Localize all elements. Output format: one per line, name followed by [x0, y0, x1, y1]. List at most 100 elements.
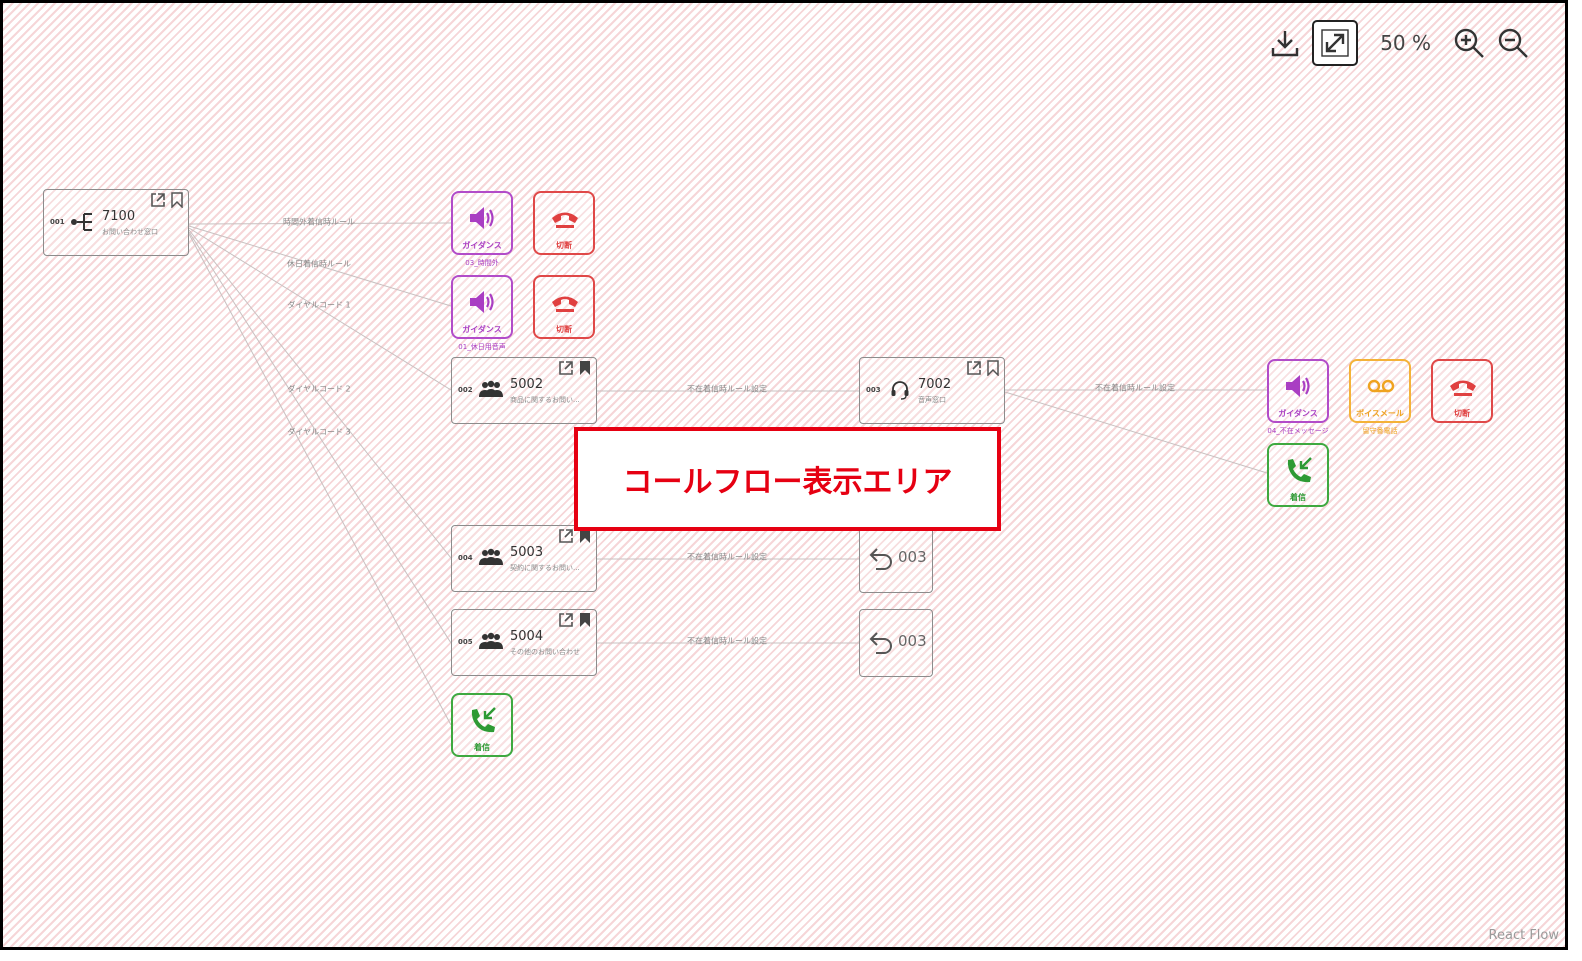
return-arrow-icon — [869, 632, 892, 654]
action-label: ガイダンス — [462, 241, 502, 250]
guidance-node[interactable]: ガイダンス 03_時間外 — [451, 191, 513, 267]
download-button[interactable] — [1270, 28, 1300, 58]
speaker-icon — [470, 291, 494, 313]
guidance-node[interactable]: ガイダンス 04_不在メッセージ — [1267, 359, 1329, 435]
bookmark-outline-icon[interactable] — [986, 360, 1000, 376]
call-flow-area-callout: コールフロー表示エリア — [574, 427, 1001, 531]
group-users-icon — [479, 380, 503, 397]
incoming-call-node[interactable]: 着信 — [1267, 443, 1329, 507]
call-flow-canvas[interactable]: 時間外着信時ルール 休日着信時ルール ダイヤルコード 1 ダイヤルコード 2 ダ… — [0, 0, 1568, 950]
react-flow-attribution[interactable]: React Flow — [1488, 928, 1559, 943]
voicemail-node[interactable]: ボイスメール 留守番電話 — [1349, 359, 1411, 435]
goto-target: 003 — [898, 632, 927, 650]
edge-001-holiday-guidance — [188, 225, 452, 307]
action-label: ボイスメール — [1356, 409, 1404, 418]
edge-003-incoming — [1004, 391, 1268, 474]
node-subtitle: お問い合わせ窓口 — [102, 228, 158, 236]
bookmark-filled-icon[interactable] — [578, 612, 592, 628]
goto-node-003[interactable]: 003 — [859, 609, 933, 677]
edge-label: 休日着信時ルール — [287, 259, 351, 269]
action-label: 着信 — [474, 743, 490, 752]
speaker-icon — [470, 207, 494, 229]
speaker-icon — [1286, 375, 1310, 397]
group-users-icon — [479, 548, 503, 565]
fit-view-button[interactable] — [1312, 20, 1359, 66]
node-title: 5003 — [510, 545, 544, 560]
node-title: 7100 — [102, 209, 136, 224]
edge-label: 不在着信時ルール設定 — [687, 552, 767, 562]
flow-node-001[interactable]: 001 7100 お問い合わせ窓口 — [43, 189, 189, 256]
action-label: 切断 — [556, 325, 572, 334]
bookmark-filled-icon[interactable] — [578, 528, 592, 544]
incoming-call-icon — [1287, 457, 1312, 483]
flow-node-003[interactable]: 003 7002 音声窓口 — [859, 357, 1005, 424]
zoom-in-button[interactable] — [1453, 27, 1485, 59]
bookmark-filled-icon[interactable] — [578, 360, 592, 376]
return-arrow-icon — [869, 548, 892, 570]
node-number: 003 — [866, 386, 881, 394]
open-external-icon[interactable] — [558, 528, 574, 544]
hangup-phone-icon — [1450, 380, 1476, 396]
node-title: 5004 — [510, 629, 544, 644]
voicemail-icon — [1367, 379, 1395, 393]
action-label: ガイダンス — [462, 325, 502, 334]
node-number: 001 — [50, 218, 65, 226]
node-number: 005 — [458, 638, 473, 646]
zoom-out-icon — [1498, 28, 1528, 58]
ivr-tree-icon — [71, 213, 92, 231]
action-caption: 留守番電話 — [1362, 427, 1398, 435]
node-subtitle: その他のお問い合わせ — [510, 648, 580, 656]
action-caption: 03_時間外 — [465, 259, 499, 267]
node-number: 004 — [458, 554, 473, 562]
group-users-icon — [479, 632, 503, 649]
edge-label: 不在着信時ルール設定 — [1095, 383, 1175, 393]
flow-node-002[interactable]: 002 5002 商品に関するお問い... — [451, 357, 597, 424]
open-external-icon[interactable] — [558, 612, 574, 628]
open-external-icon[interactable] — [558, 360, 574, 376]
node-title: 5002 — [510, 377, 544, 392]
download-icon — [1271, 31, 1299, 57]
edge-label: ダイヤルコード 3 — [287, 427, 351, 437]
zoom-level: 50 % — [1380, 31, 1431, 55]
edge-001-incoming — [188, 233, 452, 726]
expand-icon — [1321, 29, 1349, 57]
hangup-phone-icon — [552, 212, 578, 228]
bookmark-outline-icon[interactable] — [170, 192, 184, 208]
node-subtitle: 商品に関するお問い... — [510, 396, 580, 404]
open-external-icon[interactable] — [966, 360, 982, 376]
action-caption: 04_不在メッセージ — [1267, 427, 1329, 435]
open-external-icon[interactable] — [150, 192, 166, 208]
flow-toolbar: 50 % — [1270, 17, 1529, 69]
flow-edges — [188, 222, 1268, 726]
action-label: 切断 — [556, 241, 572, 250]
node-title: 7002 — [918, 377, 952, 392]
action-caption: 01_休日用音声 — [458, 343, 506, 351]
action-label: 切断 — [1454, 409, 1470, 418]
node-number: 002 — [458, 386, 473, 394]
guidance-node[interactable]: ガイダンス 01_休日用音声 — [451, 275, 513, 351]
edge-001-dial2 — [188, 229, 452, 559]
headset-icon — [891, 381, 909, 400]
hangup-node[interactable]: 切断 — [533, 275, 595, 339]
edge-001-dial1 — [188, 227, 452, 391]
goto-node-003[interactable]: 003 — [859, 525, 933, 593]
incoming-call-icon — [471, 707, 496, 733]
hangup-phone-icon — [552, 296, 578, 312]
hangup-node[interactable]: 切断 — [1431, 359, 1493, 423]
action-label: ガイダンス — [1278, 409, 1318, 418]
incoming-call-node[interactable]: 着信 — [451, 693, 513, 757]
callout-text: コールフロー表示エリア — [622, 465, 953, 500]
edge-label: 不在着信時ルール設定 — [687, 636, 767, 646]
goto-target: 003 — [898, 548, 927, 566]
edge-label: ダイヤルコード 1 — [287, 300, 351, 310]
edge-label: 時間外着信時ルール — [283, 217, 355, 227]
hangup-node[interactable]: 切断 — [533, 191, 595, 255]
zoom-in-icon — [1454, 28, 1484, 58]
flow-node-004[interactable]: 004 5003 契約に関するお問い... — [451, 525, 597, 592]
flow-node-005[interactable]: 005 5004 その他のお問い合わせ — [451, 609, 597, 676]
edge-001-guidance — [188, 222, 452, 225]
action-label: 着信 — [1290, 493, 1306, 502]
edge-label: 不在着信時ルール設定 — [687, 384, 767, 394]
zoom-out-button[interactable] — [1497, 27, 1529, 59]
node-subtitle: 契約に関するお問い... — [510, 564, 580, 572]
